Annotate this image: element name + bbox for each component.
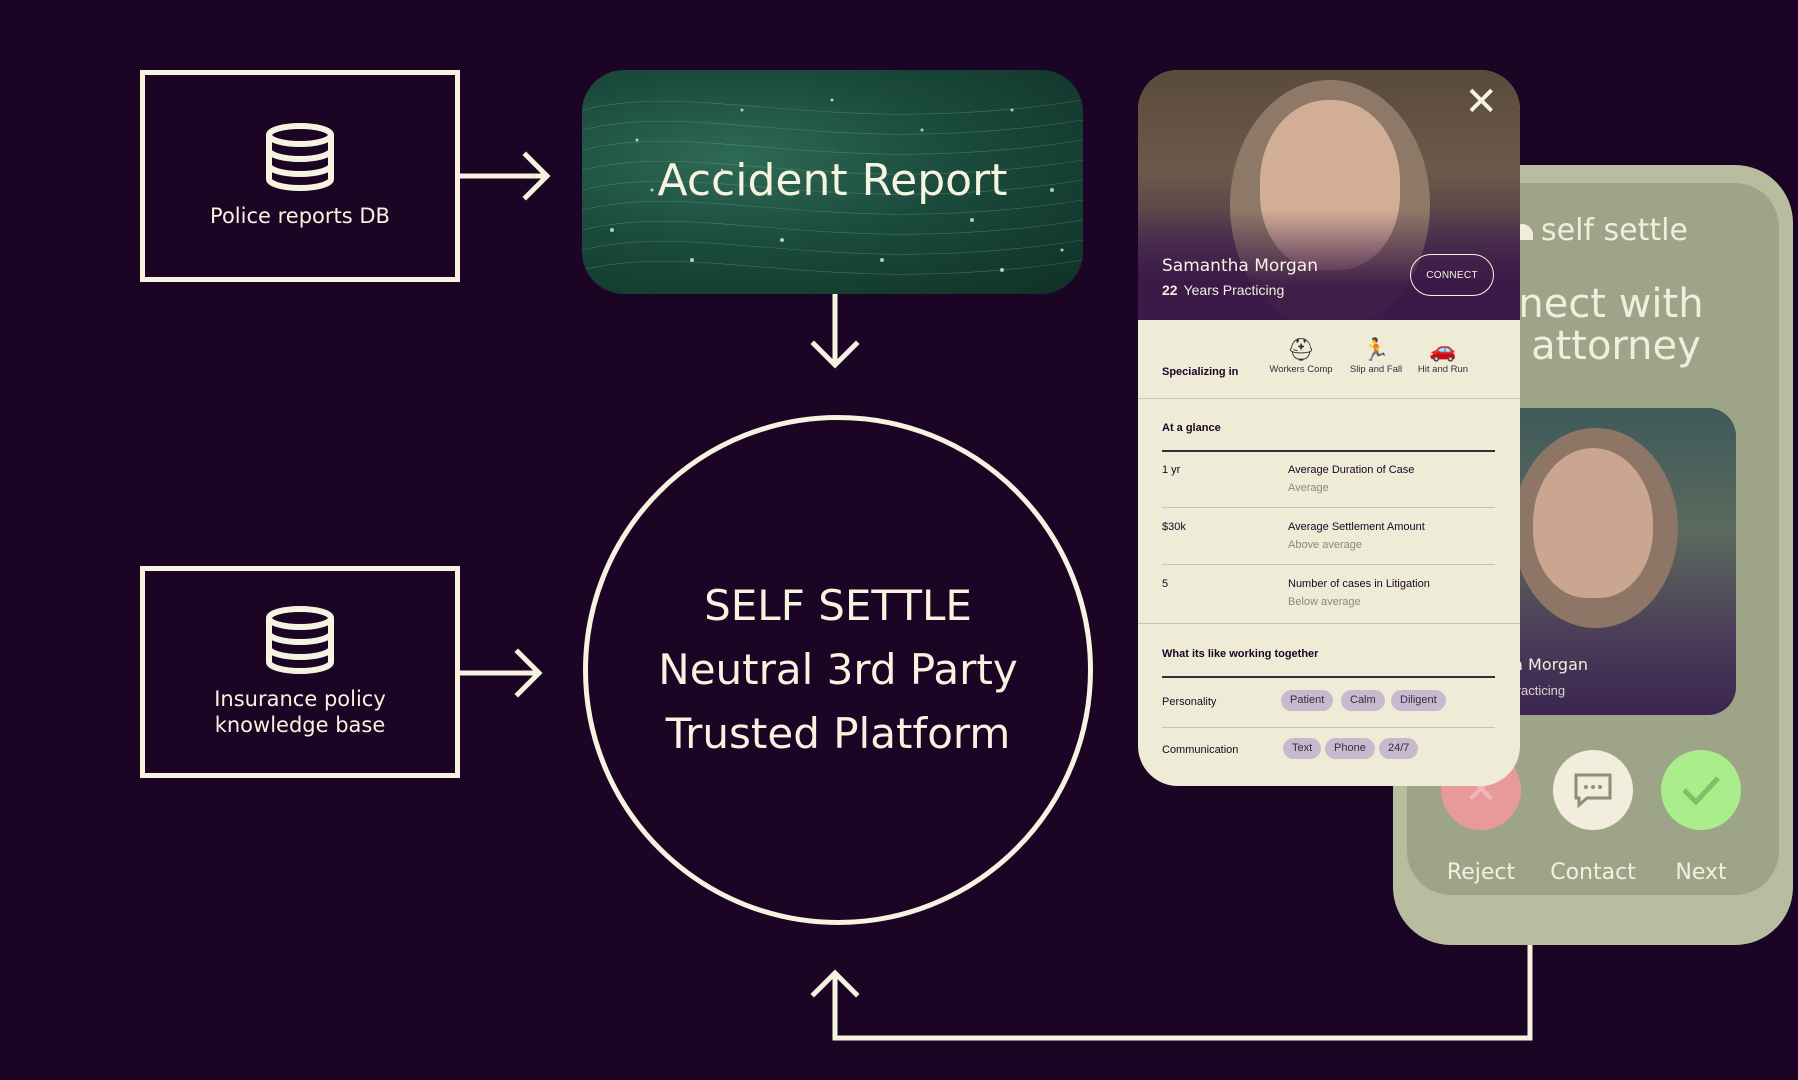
section-rule (1162, 450, 1495, 452)
attorney-hero: ✕ Samantha Morgan 22 Years Practicing CON… (1138, 70, 1520, 320)
platform-line: Neutral 3rd Party (658, 645, 1018, 694)
attorney-sub-partial: Practicing (1508, 683, 1566, 698)
platform-line: SELF SETTLE (704, 581, 972, 630)
label-line: Insurance policy (214, 686, 386, 711)
communication-label: Communication (1162, 744, 1239, 756)
chat-icon (1574, 773, 1612, 808)
specialty-label: Workers Comp (1269, 364, 1333, 375)
glance-value: 5 (1162, 578, 1169, 590)
police-reports-db-label: Police reports DB (210, 203, 390, 228)
check-icon (1682, 776, 1720, 806)
hero-shade (1138, 210, 1520, 320)
row-divider (1162, 564, 1495, 565)
specialty-label: Hit and Run (1417, 364, 1469, 375)
insurance-policy-kb-box: Insurance policy knowledge base (140, 566, 460, 778)
photo-face (1533, 448, 1653, 598)
contact-label: Contact (1550, 860, 1636, 885)
glance-value: 1 yr (1162, 464, 1181, 476)
police-reports-db-box: Police reports DB (140, 70, 460, 282)
contact-button[interactable] (1553, 750, 1633, 830)
next-button[interactable] (1661, 750, 1741, 830)
accident-report-title: Accident Report (657, 155, 1008, 206)
specializing-label: Specializing in (1162, 366, 1239, 378)
row-divider (1162, 727, 1495, 728)
particle-wave-graphic (582, 98, 1083, 275)
car-crash-icon: 🚗 (1429, 337, 1457, 362)
logo-text: self settle (1541, 213, 1688, 248)
personality-tag: Calm (1341, 690, 1385, 711)
section-rule (1162, 676, 1495, 678)
insurance-policy-kb-label: Insurance policy knowledge base (214, 686, 386, 739)
heading-line: n attorney (1493, 323, 1701, 369)
personality-tag: Diligent (1391, 690, 1446, 711)
connect-button[interactable]: CONNECT (1410, 254, 1494, 296)
self-settle-logo: self settle (1511, 213, 1688, 248)
section-divider (1138, 623, 1520, 624)
hardhat-icon: ⛑ (1287, 337, 1315, 362)
at-a-glance-title: At a glance (1162, 422, 1221, 434)
glance-sub: Average (1288, 482, 1329, 494)
personality-label: Personality (1162, 696, 1217, 708)
personality-tag: Patient (1281, 690, 1334, 711)
accident-report-card: Accident Report (582, 70, 1083, 294)
years-number: 22 (1162, 282, 1178, 298)
next-label: Next (1675, 860, 1727, 885)
label-line: knowledge base (214, 713, 386, 737)
glance-sub: Below average (1288, 596, 1361, 608)
communication-tag: 24/7 (1379, 738, 1419, 759)
reject-label: Reject (1446, 860, 1516, 885)
working-together-title: What its like working together (1162, 648, 1319, 660)
row-divider (1162, 507, 1495, 508)
phone-heading: nnect with n attorney (1493, 283, 1793, 367)
years-text: Years Practicing (1183, 282, 1285, 298)
heading-line: nnect with (1493, 281, 1704, 327)
years-practicing: 22 Years Practicing (1162, 282, 1284, 298)
close-icon[interactable]: ✕ (1464, 80, 1498, 124)
glance-key: Number of cases in Litigation (1288, 578, 1430, 590)
glance-sub: Above average (1288, 539, 1362, 551)
database-icon (266, 122, 334, 191)
specialty-hit-and-run: 🚗 Hit and Run (1408, 336, 1478, 375)
specialties-row: Specializing in ⛑ Workers Comp 🏃 Slip and … (1138, 320, 1520, 399)
communication-tag: Text (1283, 738, 1322, 759)
database-icon (266, 605, 334, 674)
attorney-profile-card: ✕ Samantha Morgan 22 Years Practicing CON… (1138, 70, 1520, 786)
attorney-name: Samantha Morgan (1162, 256, 1318, 276)
glance-key: Average Settlement Amount (1288, 521, 1425, 533)
glance-value: $30k (1162, 521, 1186, 533)
specialty-label: Slip and Fall (1349, 364, 1403, 375)
specialty-workers-comp: ⛑ Workers Comp (1266, 336, 1336, 375)
specialty-slip-and-fall: 🏃 Slip and Fall (1341, 336, 1411, 375)
attorney-name-partial: na Morgan (1503, 655, 1589, 674)
glance-key: Average Duration of Case (1288, 464, 1415, 476)
fall-icon: 🏃 (1362, 337, 1390, 362)
self-settle-platform-circle: SELF SETTLE Neutral 3rd Party Trusted Pl… (583, 415, 1093, 925)
communication-tag: Phone (1325, 738, 1375, 759)
platform-line: Trusted Platform (665, 709, 1011, 758)
